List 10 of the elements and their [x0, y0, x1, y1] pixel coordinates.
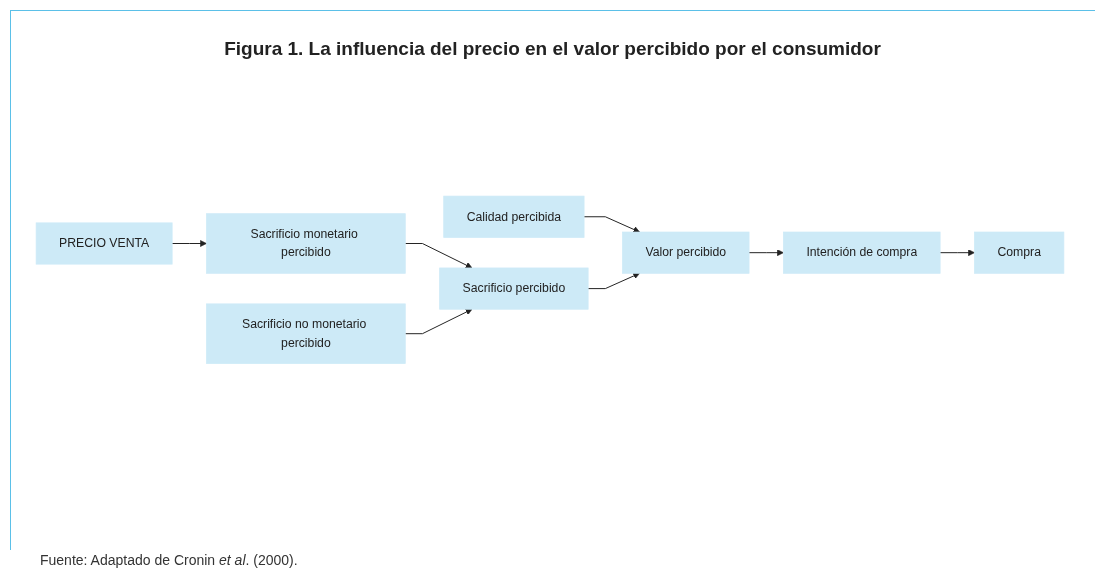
node-box: Calidad percibida: [443, 195, 585, 238]
node-box: Sacrificio no monetario percibido: [206, 303, 406, 365]
source-caption: Fuente: Adaptado de Cronin et al. (2000).: [40, 552, 298, 568]
node-box: Sacrificio percibido: [439, 267, 589, 310]
figure-title: Figura 1. La influencia del precio en el valor percibido por el consumidor: [223, 38, 882, 60]
node-box: Intención de compra: [783, 231, 941, 274]
node-box: PRECIO VENTA: [35, 222, 173, 265]
node-box: Compra: [974, 231, 1065, 274]
node-box: Valor percibido: [622, 231, 750, 274]
node-box: Sacrificio monetario percibido: [206, 213, 406, 274]
